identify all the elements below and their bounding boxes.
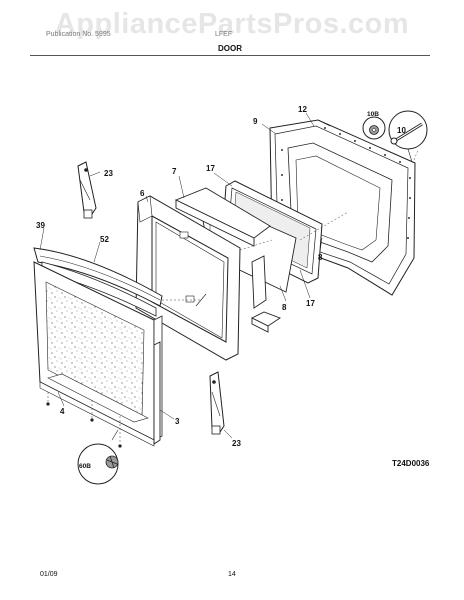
callout-23-upper: 23 [104, 169, 113, 178]
publication-number: Publication No. 5995 [46, 31, 111, 38]
small-screws [46, 402, 122, 448]
door-handle [33, 247, 163, 317]
callout-labels: 12 9 10B 10 23 7 17 6 39 52 8 8 17 4 3 2… [36, 105, 406, 470]
screw-60b-icon [77, 429, 119, 485]
footer-date: 01/09 [40, 571, 58, 578]
callout-10b: 10B [367, 111, 379, 118]
callout-4: 4 [60, 407, 65, 416]
header-rule [30, 55, 430, 56]
hinge-upper [77, 161, 97, 219]
washer-10b-icon [362, 116, 386, 140]
callout-60b: 60B [79, 463, 91, 470]
callout-17-lower: 17 [306, 299, 315, 308]
section-title: DOOR [218, 44, 242, 53]
callout-3: 3 [175, 417, 180, 426]
callout-8-lower: 8 [282, 303, 287, 312]
footer-page-number: 14 [228, 571, 236, 578]
leader-lines [39, 112, 323, 439]
callout-39: 39 [36, 221, 45, 230]
outer-door-panel [33, 261, 163, 447]
watermark-text: AppliancePartsPros.com [54, 8, 410, 40]
model-number: LFEF [215, 31, 233, 38]
callout-8-right: 8 [318, 253, 323, 262]
callout-6: 6 [140, 189, 145, 198]
hinge-lower [209, 371, 225, 435]
callout-52: 52 [100, 235, 109, 244]
screw-leader [407, 148, 413, 163]
callout-9: 9 [253, 117, 258, 126]
callout-12: 12 [298, 105, 307, 114]
callout-17-upper: 17 [206, 164, 215, 173]
callout-7: 7 [172, 167, 177, 176]
callout-10: 10 [397, 126, 406, 135]
side-trim [153, 341, 161, 445]
screw-10-icon [388, 110, 428, 150]
callout-23-lower: 23 [232, 439, 241, 448]
diagram-code: T24D0036 [392, 459, 430, 468]
alignment-lines [47, 149, 419, 444]
